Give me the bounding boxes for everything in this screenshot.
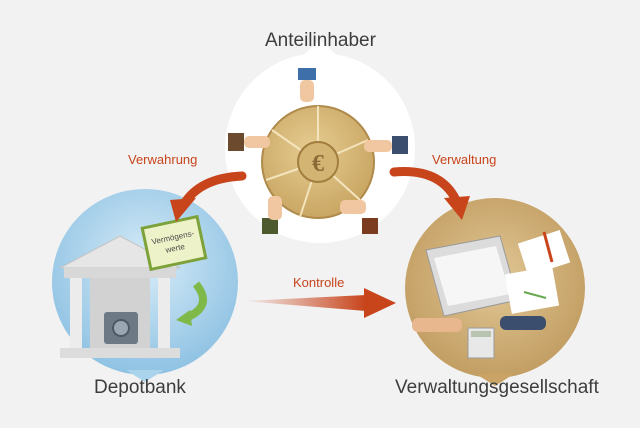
safe-icon: [104, 312, 138, 344]
control-label: Kontrolle: [293, 275, 345, 290]
hand-icon: [228, 133, 270, 151]
hand-icon: [298, 68, 316, 102]
arrow-head-icon: [176, 310, 192, 326]
custody-label: Verwahrung: [128, 152, 198, 167]
hand-icon: [262, 196, 282, 234]
management-label: Verwaltung: [432, 152, 497, 167]
document-chart-icon: [504, 230, 571, 314]
depository-bank-pointer: [126, 370, 164, 382]
depository-bank-title: Depotbank: [94, 377, 186, 398]
management-company-title: Verwaltungsgesellschaft: [395, 377, 599, 398]
control-arrow: [243, 288, 396, 318]
management-company-node: [405, 198, 585, 386]
calculator-icon: [467, 327, 495, 359]
svg-text:€: €: [312, 151, 324, 177]
fund-coin-icon: €: [261, 105, 375, 219]
hand-icon: [412, 318, 462, 332]
hand-icon: [364, 136, 408, 154]
shareholders-pointer: [300, 40, 340, 58]
assets-sign: Vermögens- werte: [140, 214, 208, 272]
hand-icon: [340, 200, 378, 234]
shareholders-title: Anteilinhaber: [265, 30, 376, 51]
depository-bank-node: Vermögens- werte: [52, 189, 238, 382]
laptop-icon: [425, 235, 519, 317]
custody-arrow: [170, 171, 247, 222]
assets-sign-line2: werte: [164, 242, 187, 255]
shareholders-node: €: [225, 40, 415, 243]
arm-icon: [500, 316, 546, 330]
management-company-pointer: [476, 374, 514, 386]
management-arrow: [389, 167, 470, 220]
